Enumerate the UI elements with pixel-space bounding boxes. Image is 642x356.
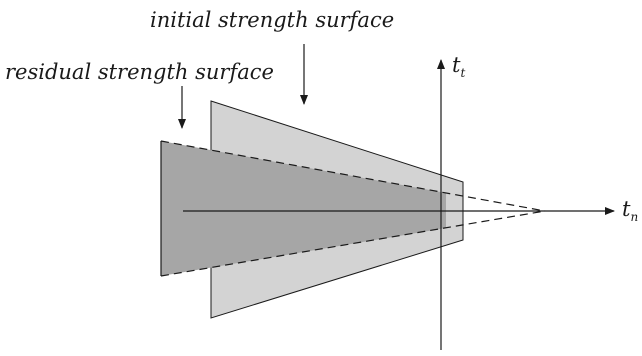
residual-upper-dashed-edge: [160, 140, 546, 212]
residual-strength-surface-label: residual strength surface: [5, 60, 274, 84]
residual-strength-surface: [161, 141, 446, 276]
horizontal-axis-subscript: n: [630, 210, 638, 224]
initial-strength-surface-label: initial strength surface: [150, 8, 394, 32]
horizontal-axis-symbol: t: [622, 197, 631, 221]
vertical-axis-symbol: t: [452, 53, 461, 77]
vertical-axis-label: tt: [452, 53, 465, 80]
vertical-axis-subscript: t: [460, 66, 465, 80]
horizontal-axis-label: tn: [622, 197, 638, 224]
